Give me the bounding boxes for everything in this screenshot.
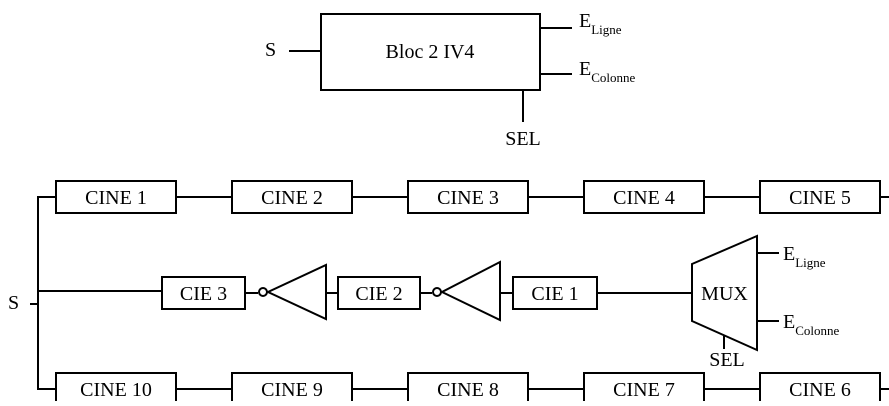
- bottom-cell-7: CINE 7: [583, 372, 705, 406]
- bottom-chain: CINE 10 CINE 9 CINE 8 CINE 7 CINE 6: [55, 372, 881, 406]
- cine-label: CINE 3: [437, 187, 499, 209]
- top-feed-wire: [30, 196, 56, 305]
- cie-box: [337, 276, 421, 310]
- mux-out-line-label: ELigne: [783, 243, 826, 270]
- cine-label: CINE 6: [789, 379, 851, 401]
- cie-label: CIE 1: [531, 283, 578, 305]
- cie-cell-3: CIE 3: [161, 276, 246, 310]
- bloc-box: [320, 13, 541, 91]
- inverter-bubble: [258, 287, 268, 297]
- mux-sel-label: SEL: [709, 349, 745, 371]
- bloc-sel-label: SEL: [505, 128, 541, 150]
- mux-shape: [691, 234, 758, 352]
- mux-out-col-sub: Colonne: [795, 323, 839, 338]
- cine-box: [231, 180, 353, 214]
- mux-label: MUX: [701, 283, 748, 305]
- cie-box: [161, 276, 246, 310]
- mux-out-line-main: E: [783, 243, 795, 265]
- cine-box: [583, 180, 705, 214]
- cine-label: CINE 4: [613, 187, 675, 209]
- cine-label: CINE 1: [85, 187, 147, 209]
- top-chain: CINE 1 CINE 2 CINE 3 CINE 4 CINE 5: [55, 180, 881, 214]
- source-label: S: [8, 292, 19, 314]
- cie-label: CIE 3: [180, 283, 227, 305]
- cie-label: CIE 2: [355, 283, 402, 305]
- inverter-1: [258, 263, 327, 321]
- top-cell-5: CINE 5: [759, 180, 881, 214]
- bottom-cell-10: CINE 10: [55, 372, 177, 406]
- top-cell-1: CINE 1: [55, 180, 177, 214]
- middle-feed-wire: [37, 197, 162, 292]
- cine-box: [759, 180, 881, 214]
- top-cell-4: CINE 4: [583, 180, 705, 214]
- cie-cell-2: CIE 2: [337, 276, 421, 310]
- cie-box: [512, 276, 598, 310]
- mux-out-col-main: E: [783, 311, 795, 333]
- mux: MUX ELigne EColonne SEL: [691, 234, 840, 371]
- cine-label: CINE 10: [80, 379, 152, 401]
- cine-label: CINE 9: [261, 379, 323, 401]
- inverter-triangle: [439, 260, 501, 322]
- cine-box: [55, 180, 177, 214]
- bloc-out-col-main: E: [579, 58, 591, 80]
- inverter-2: [432, 260, 501, 322]
- mux-out-line-sub: Ligne: [795, 255, 826, 270]
- top-cell-2: CINE 2: [231, 180, 353, 214]
- bottom-feed-wire: [37, 304, 56, 390]
- cine-label: CINE 2: [261, 187, 323, 209]
- bloc-out-line-sub: Ligne: [591, 22, 622, 37]
- bottom-cell-9: CINE 9: [231, 372, 353, 406]
- bloc-out-line-label: ELigne: [579, 10, 622, 37]
- bloc-out-col-label: EColonne: [579, 58, 636, 85]
- inverter-triangle: [265, 263, 327, 321]
- mux-out-col-label: EColonne: [783, 311, 840, 338]
- top-cell-3: CINE 3: [407, 180, 529, 214]
- bottom-cell-8: CINE 8: [407, 372, 529, 406]
- middle-path: CIE 3 CIE 2 CIE 1 MUX ELigne: [161, 234, 840, 371]
- bloc-out-col-sub: Colonne: [591, 70, 635, 85]
- bloc-out-line-main: E: [579, 10, 591, 32]
- block-symbol: Bloc 2 IV4 S ELigne EColonne SEL: [265, 10, 636, 150]
- cie-cell-1: CIE 1: [512, 276, 598, 310]
- cine-label: CINE 7: [613, 379, 675, 401]
- cine-box: [407, 180, 529, 214]
- cine-label: CINE 8: [437, 379, 499, 401]
- cine-label: CINE 5: [789, 187, 851, 209]
- source-feed: S: [8, 196, 162, 390]
- bloc-label: Bloc 2 IV4: [386, 41, 475, 63]
- bloc-input-label: S: [265, 39, 276, 61]
- inverter-bubble: [432, 287, 442, 297]
- bottom-cell-6: CINE 6: [759, 372, 881, 406]
